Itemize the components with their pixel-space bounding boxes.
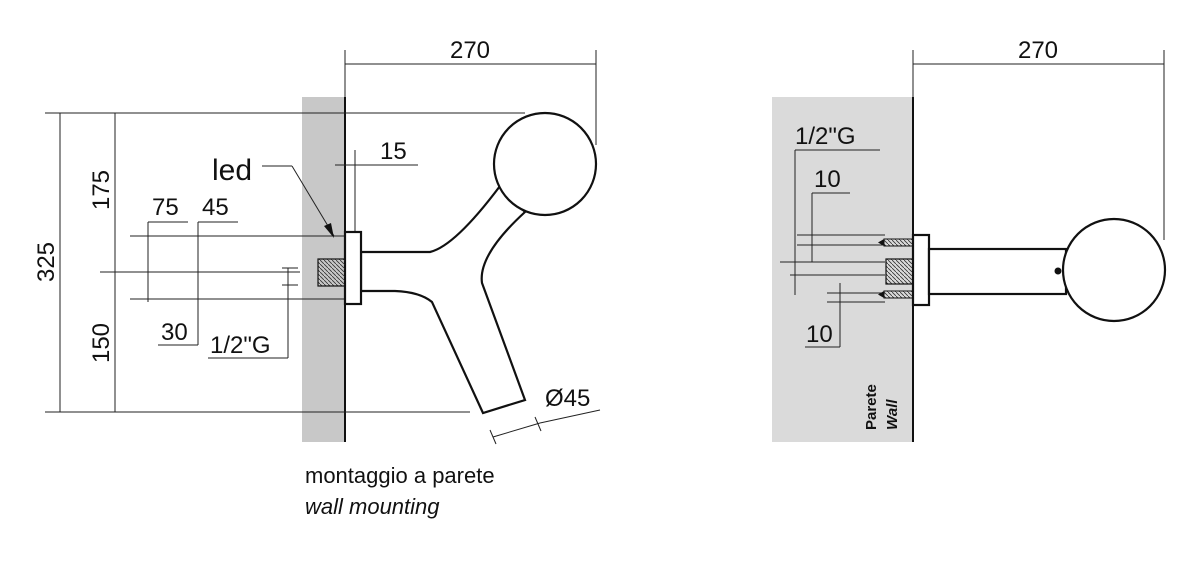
caption-english: wall mounting: [305, 494, 440, 519]
diameter-label: Ø45: [545, 385, 590, 412]
dim-width-right: 270: [1018, 37, 1058, 64]
dim-75: 75: [152, 194, 179, 221]
dim-offset-15: 15: [380, 138, 407, 165]
wall-label-english: Wall: [884, 399, 901, 430]
spout-body: [359, 184, 527, 415]
dim-upper-height: 175: [88, 170, 115, 210]
right-view: 270 1/2"G 10 10: [772, 37, 1167, 442]
wall-label-italian: Parete: [863, 384, 880, 430]
screw-bottom: [878, 290, 914, 299]
led-arrow: [324, 223, 334, 238]
wall-plate-left: [343, 230, 363, 306]
led-dot: [1054, 267, 1062, 275]
dim-30: 30: [161, 319, 188, 346]
screw-top: [878, 238, 914, 247]
thread-label-left: 1/2"G: [210, 332, 271, 359]
thread-fitting-right: [885, 258, 914, 285]
dim-bottom-10: 10: [806, 321, 833, 348]
led-label: led: [212, 154, 252, 187]
dim-45: 45: [202, 194, 229, 221]
dim-total-height: 325: [33, 242, 60, 282]
left-view: 325 175 150 75 45 30 1/2"G 270 15 led: [33, 37, 601, 519]
spout-ball-right: [1061, 217, 1167, 323]
dim-top-10: 10: [814, 166, 841, 193]
thread-fitting-left: [317, 258, 346, 287]
thread-label-right: 1/2"G: [795, 123, 856, 150]
dim-width-left: 270: [450, 37, 490, 64]
wall-plate-right: [911, 233, 931, 307]
spout-ball: [492, 111, 598, 217]
spout-arm-right: [927, 247, 1068, 296]
dim-lower-height: 150: [88, 323, 115, 363]
caption-italian: montaggio a parete: [305, 463, 495, 488]
